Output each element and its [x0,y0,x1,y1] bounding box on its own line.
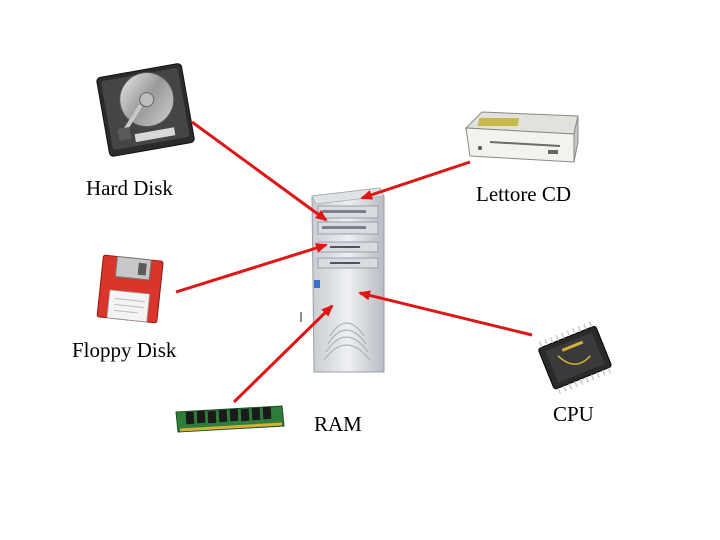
ram-module-icon [175,405,285,433]
cd-reader-label: Lettore CD [476,182,572,206]
floppy-disk-icon [96,254,164,324]
cd-drive-icon [464,111,579,163]
arrow-cd-reader [360,160,471,200]
arrow-hard-disk [191,120,328,222]
floppy-disk-label: Floppy Disk [72,338,177,362]
hard-disk-label: Hard Disk [86,176,173,200]
arrow-ram [232,304,334,404]
arrows [175,120,533,404]
cpu-label: CPU [553,402,594,426]
arrow-cpu [358,290,533,337]
arrow-floppy-disk [175,243,328,294]
computer-tower-icon [300,187,385,373]
cpu-chip-icon [538,321,612,394]
hard-disk-icon [96,63,195,157]
ram-label: RAM [314,412,362,436]
